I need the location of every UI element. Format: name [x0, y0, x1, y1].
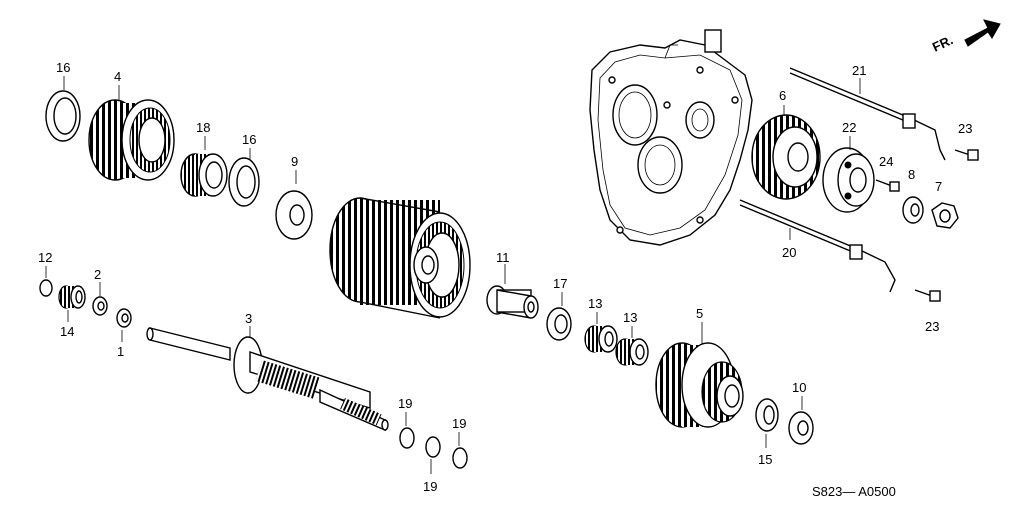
part-11-sleeve: 11: [486, 250, 539, 319]
callout-23-upper: 23: [958, 121, 972, 136]
clutch-assembly: [329, 197, 471, 319]
part-16-seal-middle: 16: [228, 132, 260, 207]
part-4-gear: 4: [88, 69, 175, 181]
front-direction-arrow: FR.: [930, 19, 1001, 55]
callout-13-b: 13: [623, 310, 637, 325]
part-10-washer: 10: [788, 380, 814, 445]
callout-21: 21: [852, 63, 866, 78]
part-13-bearing-b: 13: [615, 310, 649, 366]
part-8-washer: 8: [902, 167, 924, 224]
callout-13-a: 13: [588, 296, 602, 311]
callout-8: 8: [908, 167, 915, 182]
callout-24: 24: [879, 154, 893, 169]
part-13-bearing-a: 13: [584, 296, 618, 353]
callout-19-c: 19: [452, 416, 466, 431]
callout-11: 11: [496, 250, 510, 265]
part-1-ring: 1: [116, 308, 132, 359]
callout-14: 14: [60, 324, 74, 339]
callout-12: 12: [38, 250, 52, 265]
front-direction-label: FR.: [930, 32, 955, 54]
part-19-ring-b: 19: [423, 436, 441, 494]
callout-3: 3: [245, 311, 252, 326]
part-18-needle-bearing: 18: [180, 120, 228, 197]
part-23-bolt-upper: 23: [954, 121, 979, 161]
part-9-washer: 9: [275, 154, 313, 240]
callout-18: 18: [196, 120, 210, 135]
part-21-pipe: 21: [789, 63, 946, 161]
callout-10: 10: [792, 380, 806, 395]
part-19-ring-c: 19: [452, 416, 468, 469]
callout-6: 6: [779, 88, 786, 103]
part-19-ring-a: 19: [398, 396, 415, 449]
part-24-bolt: 24: [875, 154, 900, 192]
part-22-hub: 22: [822, 120, 875, 213]
callout-20: 20: [782, 245, 796, 260]
callout-22: 22: [842, 120, 856, 135]
callout-4: 4: [114, 69, 121, 84]
part-3-mainshaft: 3: [146, 311, 389, 432]
callout-2: 2: [94, 267, 101, 282]
callout-15: 15: [758, 452, 772, 467]
callout-19-b: 19: [423, 479, 437, 494]
part-5-gear: 5: [655, 306, 744, 428]
drawing-code: S823— A0500: [812, 484, 896, 499]
callout-19-a: 19: [398, 396, 412, 411]
part-16-seal-left: 16: [45, 60, 81, 142]
callout-23-lower: 23: [925, 319, 939, 334]
callout-16-left: 16: [56, 60, 70, 75]
callout-16-middle: 16: [242, 132, 256, 147]
part-12-ring: 12: [38, 250, 53, 297]
part-17-seal: 17: [546, 276, 572, 341]
part-23-bolt-lower: 23: [914, 289, 941, 334]
part-6-gear: 6: [751, 88, 821, 200]
callout-9: 9: [291, 154, 298, 169]
callout-17: 17: [553, 276, 567, 291]
part-14-bearing: 14: [58, 285, 86, 339]
part-15-bearing: 15: [755, 398, 779, 467]
part-7-nut: 7: [931, 179, 959, 229]
callout-5: 5: [696, 306, 703, 321]
callout-1: 1: [117, 344, 124, 359]
part-2-ring: 2: [92, 267, 108, 316]
transmission-case: [589, 29, 753, 246]
arrow-icon: [964, 19, 1001, 47]
callout-7: 7: [935, 179, 942, 194]
part-20-pipe: 20: [739, 199, 896, 293]
